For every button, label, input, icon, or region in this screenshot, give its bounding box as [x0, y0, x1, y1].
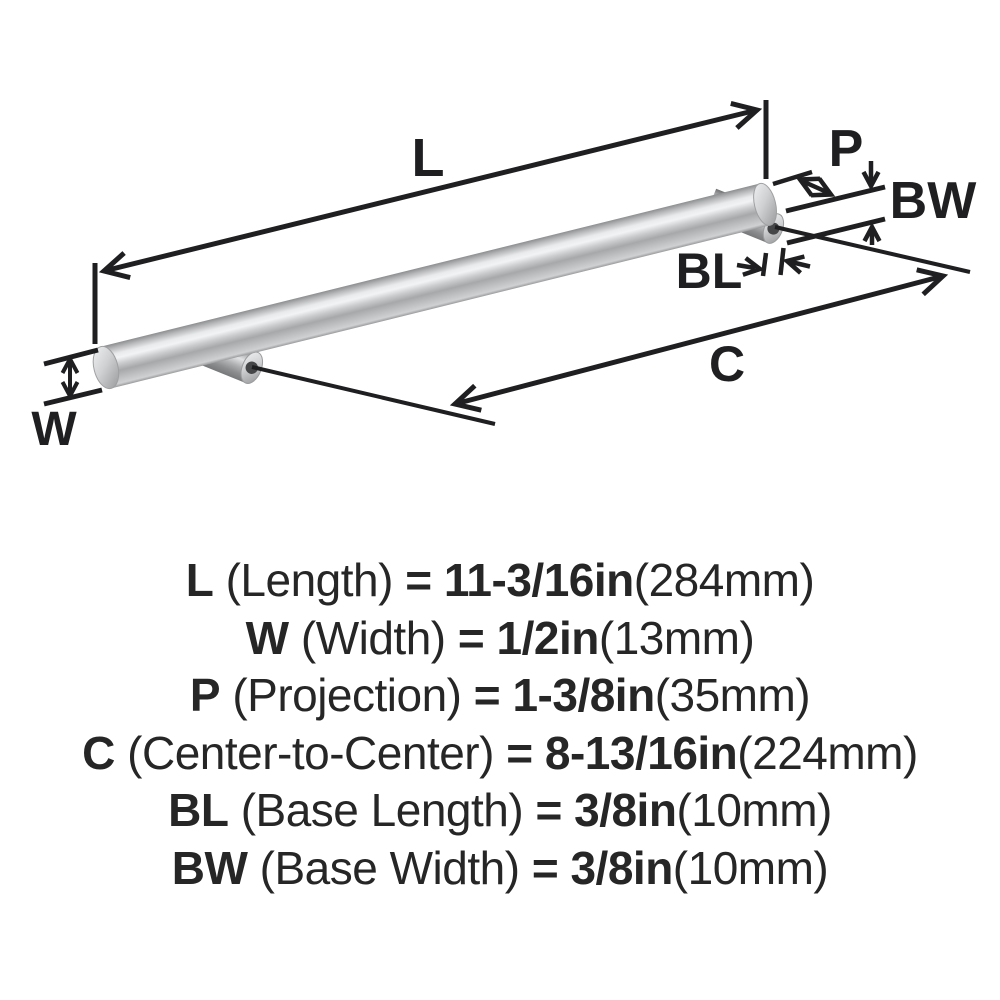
projection-down-arrowhead	[861, 170, 881, 191]
spec-equals: =	[506, 726, 533, 779]
projection-arrow-shaft	[801, 178, 830, 196]
width-arrowhead-down	[60, 381, 80, 401]
spec-row-center-to-center: C (Center-to-Center) = 8-13/16in(224mm)	[0, 725, 1000, 783]
spec-equals: =	[457, 611, 485, 664]
width-tick-bottom	[43, 387, 103, 407]
spec-name: (Length)	[225, 554, 394, 606]
spec-row-projection: P (Projection) = 1-3/8in(35mm)	[0, 667, 1000, 725]
spec-name: (Base Width)	[259, 841, 520, 894]
bar-pull-illustration: L W P BW	[31, 100, 978, 456]
length-arrowhead-left	[98, 251, 131, 281]
spec-name: (Base Length)	[240, 784, 524, 836]
spec-code: P	[189, 669, 221, 721]
base-width-label: BW	[890, 172, 978, 230]
base-width-line-upper	[785, 184, 886, 214]
spec-value-in: 3/8in	[570, 841, 673, 894]
dimension-base-width: BW	[785, 172, 978, 246]
spec-value-in: 1/2in	[496, 611, 600, 664]
spec-name: (Center-to-Center)	[127, 726, 494, 779]
spec-code: BW	[171, 841, 248, 894]
dimension-base-length: BL	[676, 243, 811, 299]
length-dimension-line	[103, 107, 758, 274]
base-width-line-lower	[786, 216, 886, 246]
spec-value-in: 11-3/16in	[443, 554, 634, 606]
dimension-width: W	[31, 347, 103, 456]
spec-name: (Width)	[300, 611, 446, 664]
projection-arrowhead-upper	[795, 176, 821, 197]
center-arrowhead-right	[916, 267, 949, 297]
length-arrowhead-right	[730, 100, 763, 130]
spec-code: BL	[168, 784, 229, 836]
base-length-tick-left	[760, 252, 769, 277]
base-length-tick-right	[778, 247, 786, 276]
base-length-left-arrowhead	[782, 254, 805, 275]
projection-tick	[772, 169, 813, 187]
base-length-label: BL	[676, 243, 743, 299]
spec-value-mm: (13mm)	[598, 611, 755, 664]
spec-equals: =	[531, 841, 559, 894]
width-arrowhead-up	[60, 354, 80, 374]
center-leader-left	[251, 365, 496, 426]
center-arrowhead-left	[449, 383, 482, 413]
handle-bar-right-cap	[753, 182, 777, 226]
base-length-right-arrowhead	[742, 256, 765, 277]
spec-value-mm: (35mm)	[654, 669, 811, 721]
base-length-left-arrow-shaft	[788, 259, 811, 269]
spec-equals: =	[405, 554, 432, 606]
spec-row-base-length: BL (Base Length) = 3/8in(10mm)	[0, 782, 1000, 840]
center-to-center-label: C	[709, 336, 745, 392]
spec-list: L (Length) = 11-3/16in(284mm) W (Width) …	[0, 552, 1000, 897]
spec-value-mm: (10mm)	[676, 784, 832, 836]
projection-arrowhead-lower	[810, 177, 836, 198]
spec-equals: =	[473, 669, 501, 721]
spec-name: (Projection)	[232, 669, 462, 721]
spec-value-mm: (284mm)	[633, 554, 815, 606]
spec-value-in: 1-3/8in	[512, 669, 655, 721]
base-width-up-arrowhead	[862, 222, 882, 243]
length-label: L	[412, 128, 445, 188]
width-label: W	[31, 403, 77, 456]
spec-code: W	[245, 611, 289, 664]
projection-label: P	[829, 120, 864, 178]
spec-row-base-width: BW (Base Width) = 3/8in(10mm)	[0, 840, 1000, 898]
center-leader-right	[774, 225, 971, 274]
base-length-right-arrow-shaft	[736, 262, 756, 271]
dimension-projection: P	[772, 120, 881, 198]
spec-value-mm: (10mm)	[672, 841, 829, 894]
spec-code: L	[185, 554, 214, 606]
spec-equals: =	[535, 784, 562, 836]
left-post-screw-hole	[245, 361, 258, 374]
handle-bar-body	[98, 183, 772, 389]
spec-value-mm: (224mm)	[737, 726, 918, 779]
handle-bar	[92, 182, 777, 390]
spec-row-length: L (Length) = 11-3/16in(284mm)	[0, 552, 1000, 610]
handle-bar-left-cap	[92, 345, 120, 390]
spec-code: C	[82, 726, 115, 779]
dimension-length: L	[92, 100, 769, 344]
dimension-center-to-center: C	[251, 225, 971, 426]
spec-value-in: 3/8in	[574, 784, 677, 836]
spec-value-in: 8-13/16in	[544, 726, 738, 779]
spec-row-width: W (Width) = 1/2in(13mm)	[0, 610, 1000, 668]
center-dimension-line	[454, 273, 944, 407]
